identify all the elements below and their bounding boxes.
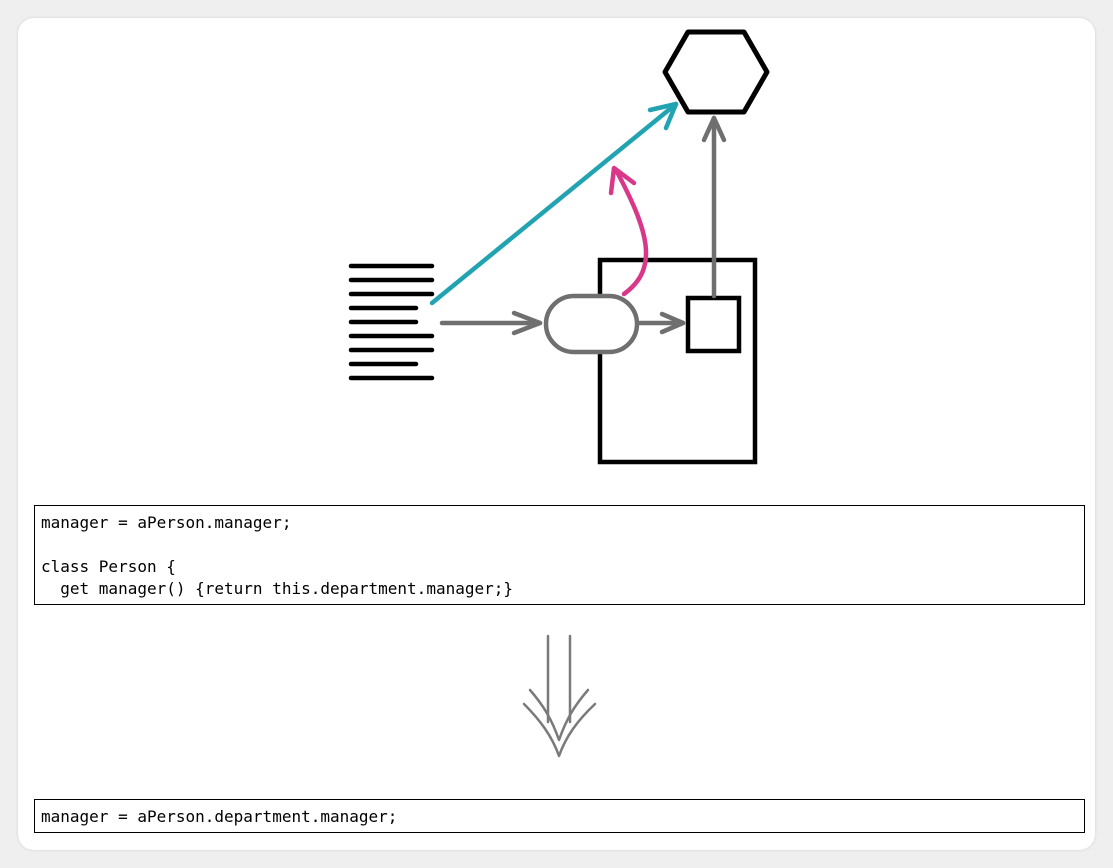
department-object-icon: [597, 257, 758, 465]
diagram-card: [18, 18, 1095, 850]
down-double-arrow-icon: [522, 634, 597, 758]
hexagon-icon: [662, 29, 770, 115]
arrow-client-to-person: [439, 310, 543, 336]
document-lines-icon: [348, 263, 435, 381]
code-line: get manager() {return this.department.ma…: [41, 579, 514, 598]
manager-field-square: [685, 295, 742, 354]
code-line: [41, 534, 1084, 556]
code-before-box: manager = aPerson.manager; class Person …: [34, 505, 1085, 605]
code-line: class Person {: [41, 557, 176, 576]
arrow-department-to-manager: [701, 115, 727, 299]
arrow-delegate-method: [608, 165, 649, 297]
arrow-person-to-department: [637, 311, 686, 335]
code-line: manager = aPerson.manager;: [41, 513, 292, 532]
arrow-client-to-manager: [429, 101, 679, 306]
code-line: manager = aPerson.department.manager;: [41, 807, 398, 826]
code-after-box: manager = aPerson.department.manager;: [34, 799, 1085, 833]
person-object-icon: [543, 293, 640, 355]
